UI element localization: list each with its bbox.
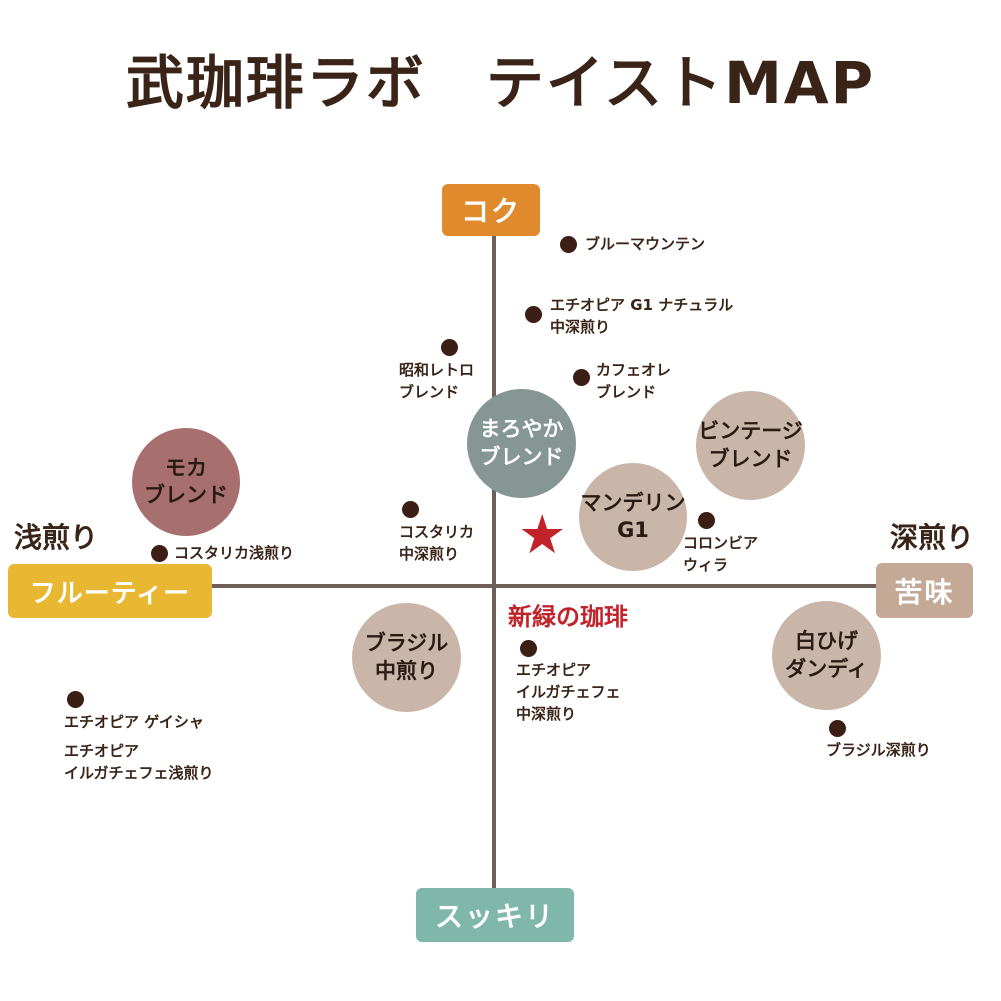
bean-dot [520,640,537,657]
bean-label-ethiopia-natural: エチオピア G1 ナチュラル 中深煎り [550,296,734,336]
blend-mandheling: マンデリン G1 [579,463,687,571]
bean-dot [151,545,168,562]
bean-label-ethiopia-yirgacheffe-light: エチオピア イルガチェフェ浅煎り [64,742,214,782]
bean-label-blue-mountain: ブルーマウンテン [585,235,706,253]
axis-label-koku: コク [442,184,540,236]
blend-brazil-medium: ブラジル 中煎り [352,603,461,712]
blend-maroyaka: まろやか ブレンド [467,389,576,498]
bean-dot [441,339,458,356]
bean-dot [525,306,542,323]
axis-label-nigami: 苦味 [876,563,973,618]
bean-label-costa-rica-light: コスタリカ浅煎り [174,544,295,562]
bean-label-cafe-au-lait: カフェオレ ブレンド [596,361,672,401]
bean-label-ethiopia-geisha: エチオピア ゲイシャ [64,713,204,731]
featured-coffee-label: 新緑の珈琲 [508,603,628,631]
axis-label-fruity: フルーティー [8,564,212,618]
bean-label-colombia-huila: コロンビア ウィラ [683,534,759,574]
bean-label-ethiopia-yirgacheffe-medium-dark: エチオピア イルガチェフェ 中深煎り [516,661,621,723]
bean-dot [573,369,590,386]
bean-dot [829,720,846,737]
light-roast-label: 浅煎り [14,521,99,554]
page-title: 武珈琲ラボ テイストMAP [125,49,876,117]
vertical-axis [492,236,496,891]
horizontal-axis [210,584,880,588]
blend-shirohige: 白ひげ ダンディ [772,601,881,710]
axis-label-sukkiri: スッキリ [416,888,574,942]
blend-vintage: ビンテージ ブレンド [696,391,805,500]
bean-dot [67,691,84,708]
bean-dot [402,501,419,518]
bean-label-brazil-dark: ブラジル深煎り [826,741,931,759]
bean-dot [560,236,577,253]
bean-label-showa-retro: 昭和レトロ ブレンド [399,361,475,401]
blend-moka: モカ ブレンド [132,428,240,536]
star-icon: ★ [518,503,567,566]
dark-roast-label: 深煎り [890,521,975,554]
bean-label-costa-rica-medium-dark: コスタリカ 中深煎り [399,523,475,563]
bean-dot [698,512,715,529]
